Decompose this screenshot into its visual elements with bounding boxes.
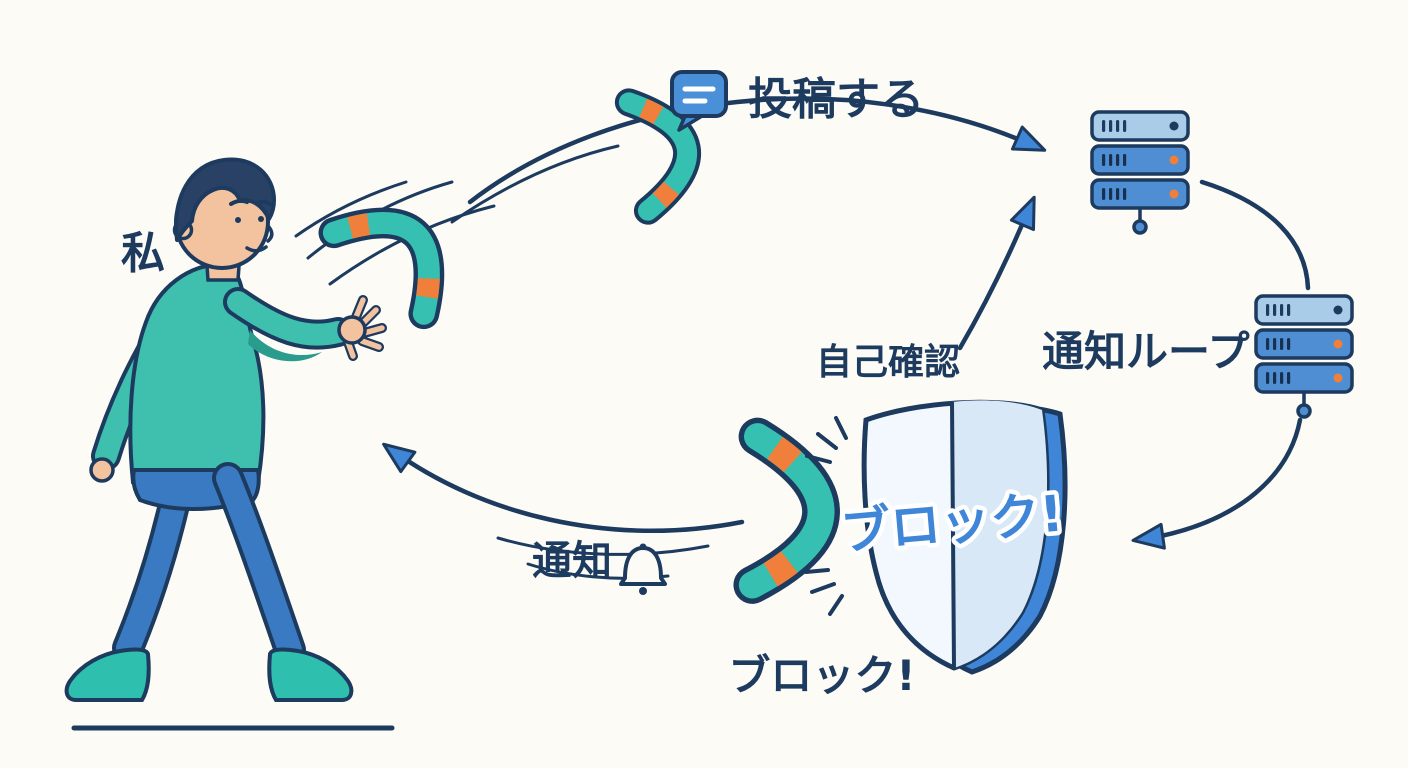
bell-icon	[619, 543, 667, 595]
hand-motion-line	[294, 180, 408, 238]
me-label: 私	[121, 228, 165, 279]
post-label: 投稿する	[748, 74, 924, 125]
shield-icon	[861, 399, 1068, 675]
loop-arc-top	[1199, 179, 1311, 291]
person-head	[172, 157, 276, 270]
person-rear-shoe	[64, 647, 151, 702]
person-hair	[174, 157, 276, 242]
self-check-arc	[957, 203, 1033, 351]
boomerang-icon	[334, 193, 460, 314]
person-front-shoe	[267, 647, 354, 702]
shield-center-line	[950, 401, 956, 669]
person-front-leg-fill	[216, 466, 302, 662]
person-throwing-arm-fill	[227, 291, 349, 346]
notification-label: 通知	[532, 538, 612, 584]
shield-face-shade	[952, 400, 1048, 668]
impact-marks	[804, 416, 848, 616]
notification-loop-label: 通知ループ	[1042, 327, 1249, 376]
arrowhead-icon	[375, 433, 417, 474]
arrowhead-icon	[1009, 191, 1047, 232]
person-eye	[258, 216, 264, 222]
person-eyebrows	[229, 198, 272, 206]
throw-arc	[467, 96, 1037, 205]
person-mouth	[245, 245, 268, 253]
person-torso-shadow	[248, 330, 322, 362]
return-arc	[389, 447, 745, 533]
arrowhead-icon	[1129, 522, 1166, 554]
speech-bubble-icon	[670, 70, 728, 132]
person	[64, 157, 387, 702]
person-nose	[266, 225, 274, 243]
person-rear-hand	[89, 457, 115, 483]
person-eye	[235, 217, 241, 223]
person-open-hand	[337, 295, 387, 361]
loop-arc-bottom	[1143, 417, 1303, 542]
throw-motion-line	[450, 144, 620, 224]
arrowhead-icon	[1010, 125, 1052, 163]
server-icon	[1254, 294, 1354, 419]
self-check-label: 自己確認	[816, 342, 960, 383]
server-icon	[1090, 110, 1190, 235]
block-caption-label: ブロック!	[728, 651, 915, 700]
return-motion-line	[496, 536, 710, 556]
